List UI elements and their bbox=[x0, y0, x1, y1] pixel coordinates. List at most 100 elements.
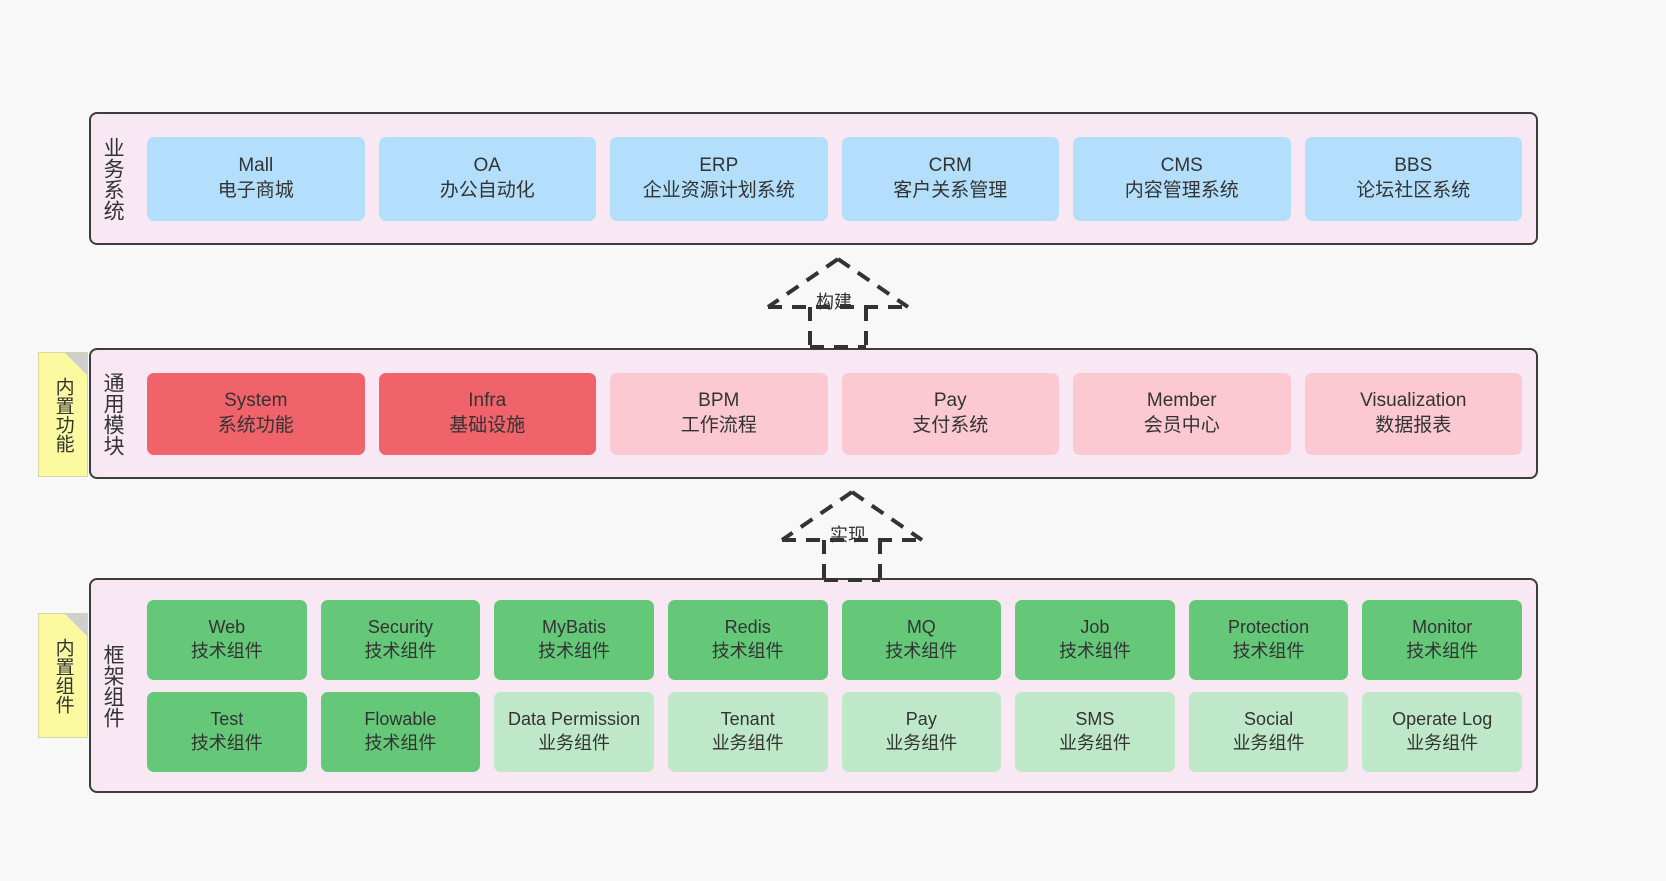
framework-node-row-1: Web 技术组件 Security 技术组件 MyBatis 技术组件 Redi… bbox=[147, 599, 1522, 680]
node-bpm[interactable]: BPM 工作流程 bbox=[610, 372, 828, 455]
node-mall-en: Mall bbox=[238, 155, 274, 177]
node-flowable[interactable]: Flowable 技术组件 bbox=[320, 691, 481, 772]
node-operate-log[interactable]: Operate Log 业务组件 bbox=[1362, 691, 1522, 772]
node-monitor-cn: 技术组件 bbox=[1406, 640, 1479, 661]
sticky-note-builtin-component-label: 内置组件 bbox=[52, 637, 74, 714]
node-oa-cn: 办公自动化 bbox=[439, 179, 535, 201]
node-social[interactable]: Social 业务组件 bbox=[1188, 691, 1349, 772]
node-operate-log-en: Operate Log bbox=[1392, 709, 1493, 730]
node-security[interactable]: Security 技术组件 bbox=[320, 599, 481, 680]
framework-node-rows: Web 技术组件 Security 技术组件 MyBatis 技术组件 Redi… bbox=[147, 580, 1522, 791]
sticky-note-builtin-component: 内置组件 bbox=[38, 613, 88, 738]
node-tenant-cn: 业务组件 bbox=[711, 732, 784, 753]
node-pay-component-cn: 业务组件 bbox=[885, 732, 958, 753]
node-protection-en: Protection bbox=[1228, 617, 1310, 638]
node-member[interactable]: Member 会员中心 bbox=[1073, 372, 1291, 455]
node-pay-module[interactable]: Pay 支付系统 bbox=[841, 372, 1059, 455]
node-oa[interactable]: OA 办公自动化 bbox=[378, 136, 596, 221]
node-cms-cn: 内容管理系统 bbox=[1124, 179, 1239, 201]
node-web[interactable]: Web 技术组件 bbox=[147, 599, 307, 680]
node-job[interactable]: Job 技术组件 bbox=[1015, 599, 1175, 680]
node-tenant-en: Tenant bbox=[720, 709, 775, 730]
node-tenant[interactable]: Tenant 业务组件 bbox=[667, 691, 828, 772]
node-bpm-en: BPM bbox=[698, 390, 740, 412]
node-mall[interactable]: Mall 电子商城 bbox=[147, 136, 365, 221]
node-visualization[interactable]: Visualization 数据报表 bbox=[1304, 372, 1522, 455]
node-crm-cn: 客户关系管理 bbox=[893, 179, 1008, 201]
node-mq[interactable]: MQ 技术组件 bbox=[841, 599, 1002, 680]
node-protection-cn: 技术组件 bbox=[1232, 640, 1305, 661]
sticky-note-builtin-function-label: 内置功能 bbox=[52, 376, 74, 453]
node-mq-en: MQ bbox=[906, 617, 936, 638]
node-test[interactable]: Test 技术组件 bbox=[147, 691, 307, 772]
node-monitor-en: Monitor bbox=[1412, 617, 1473, 638]
node-system-en: System bbox=[224, 390, 288, 412]
node-pay-module-en: Pay bbox=[933, 390, 967, 412]
node-system[interactable]: System 系统功能 bbox=[147, 372, 365, 455]
node-data-permission-cn: 业务组件 bbox=[538, 732, 611, 753]
node-sms-cn: 业务组件 bbox=[1058, 732, 1131, 753]
node-job-en: Job bbox=[1080, 617, 1110, 638]
sticky-note-builtin-function: 内置功能 bbox=[38, 352, 88, 477]
node-mybatis-en: MyBatis bbox=[542, 617, 607, 638]
node-sms-en: SMS bbox=[1075, 709, 1115, 730]
node-redis-en: Redis bbox=[724, 617, 771, 638]
connector-build-label: 构建 bbox=[816, 292, 852, 312]
node-monitor[interactable]: Monitor 技术组件 bbox=[1362, 599, 1522, 680]
node-pay-module-cn: 支付系统 bbox=[912, 414, 989, 436]
framework-node-row-2: Test 技术组件 Flowable 技术组件 Data Permission … bbox=[147, 691, 1522, 772]
node-sms[interactable]: SMS 业务组件 bbox=[1015, 691, 1175, 772]
layer-common-modules: 通用模块 System 系统功能 Infra 基础设施 BPM 工作流程 Pay… bbox=[89, 348, 1538, 479]
node-social-cn: 业务组件 bbox=[1232, 732, 1305, 753]
node-oa-en: OA bbox=[473, 155, 501, 177]
node-infra[interactable]: Infra 基础设施 bbox=[378, 372, 596, 455]
node-crm[interactable]: CRM 客户关系管理 bbox=[841, 136, 1059, 221]
node-security-cn: 技术组件 bbox=[364, 640, 437, 661]
node-system-cn: 系统功能 bbox=[217, 414, 294, 436]
node-mybatis-cn: 技术组件 bbox=[538, 640, 611, 661]
node-protection[interactable]: Protection 技术组件 bbox=[1188, 599, 1349, 680]
node-member-en: Member bbox=[1146, 390, 1217, 412]
layer-framework-components: 框架组件 Web 技术组件 Security 技术组件 MyBatis 技术组件 bbox=[89, 578, 1538, 793]
connector-implement-label: 实现 bbox=[830, 525, 866, 545]
node-job-cn: 技术组件 bbox=[1058, 640, 1131, 661]
node-infra-cn: 基础设施 bbox=[449, 414, 526, 436]
node-bbs-en: BBS bbox=[1394, 155, 1433, 177]
node-redis[interactable]: Redis 技术组件 bbox=[667, 599, 828, 680]
node-visualization-en: Visualization bbox=[1360, 390, 1467, 412]
layer-modules-title: 通用模块 bbox=[101, 371, 125, 456]
node-security-en: Security bbox=[367, 617, 433, 638]
node-bbs-cn: 论坛社区系统 bbox=[1356, 179, 1471, 201]
layer-framework-title: 框架组件 bbox=[101, 643, 125, 728]
node-test-cn: 技术组件 bbox=[190, 732, 263, 753]
node-bbs[interactable]: BBS 论坛社区系统 bbox=[1304, 136, 1522, 221]
node-erp-cn: 企业资源计划系统 bbox=[642, 179, 795, 201]
node-member-cn: 会员中心 bbox=[1143, 414, 1220, 436]
layer-modules-body: System 系统功能 Infra 基础设施 BPM 工作流程 Pay 支付系统… bbox=[133, 350, 1536, 477]
node-test-en: Test bbox=[210, 709, 244, 730]
node-crm-en: CRM bbox=[928, 155, 972, 177]
layer-business-title: 业务系统 bbox=[101, 136, 125, 221]
node-bpm-cn: 工作流程 bbox=[680, 414, 757, 436]
node-social-en: Social bbox=[1244, 709, 1294, 730]
node-redis-cn: 技术组件 bbox=[711, 640, 784, 661]
node-cms-en: CMS bbox=[1160, 155, 1203, 177]
node-mall-cn: 电子商城 bbox=[217, 179, 294, 201]
modules-node-row: System 系统功能 Infra 基础设施 BPM 工作流程 Pay 支付系统… bbox=[147, 372, 1522, 455]
node-infra-en: Infra bbox=[468, 390, 507, 412]
layer-business-body: Mall 电子商城 OA 办公自动化 ERP 企业资源计划系统 CRM 客户关系… bbox=[133, 114, 1536, 243]
node-flowable-en: Flowable bbox=[364, 709, 437, 730]
node-flowable-cn: 技术组件 bbox=[364, 732, 437, 753]
node-mq-cn: 技术组件 bbox=[885, 640, 958, 661]
node-data-permission[interactable]: Data Permission 业务组件 bbox=[494, 691, 654, 772]
node-pay-component[interactable]: Pay 业务组件 bbox=[841, 691, 1002, 772]
node-data-permission-en: Data Permission bbox=[508, 709, 641, 730]
node-erp[interactable]: ERP 企业资源计划系统 bbox=[610, 136, 828, 221]
layer-business-systems: 业务系统 Mall 电子商城 OA 办公自动化 ERP 企业资源计划系统 CRM… bbox=[89, 112, 1538, 245]
node-cms[interactable]: CMS 内容管理系统 bbox=[1073, 136, 1291, 221]
node-web-en: Web bbox=[208, 617, 246, 638]
connector-build: 构建 bbox=[748, 255, 928, 350]
node-mybatis[interactable]: MyBatis 技术组件 bbox=[494, 599, 654, 680]
business-node-row: Mall 电子商城 OA 办公自动化 ERP 企业资源计划系统 CRM 客户关系… bbox=[147, 136, 1522, 221]
